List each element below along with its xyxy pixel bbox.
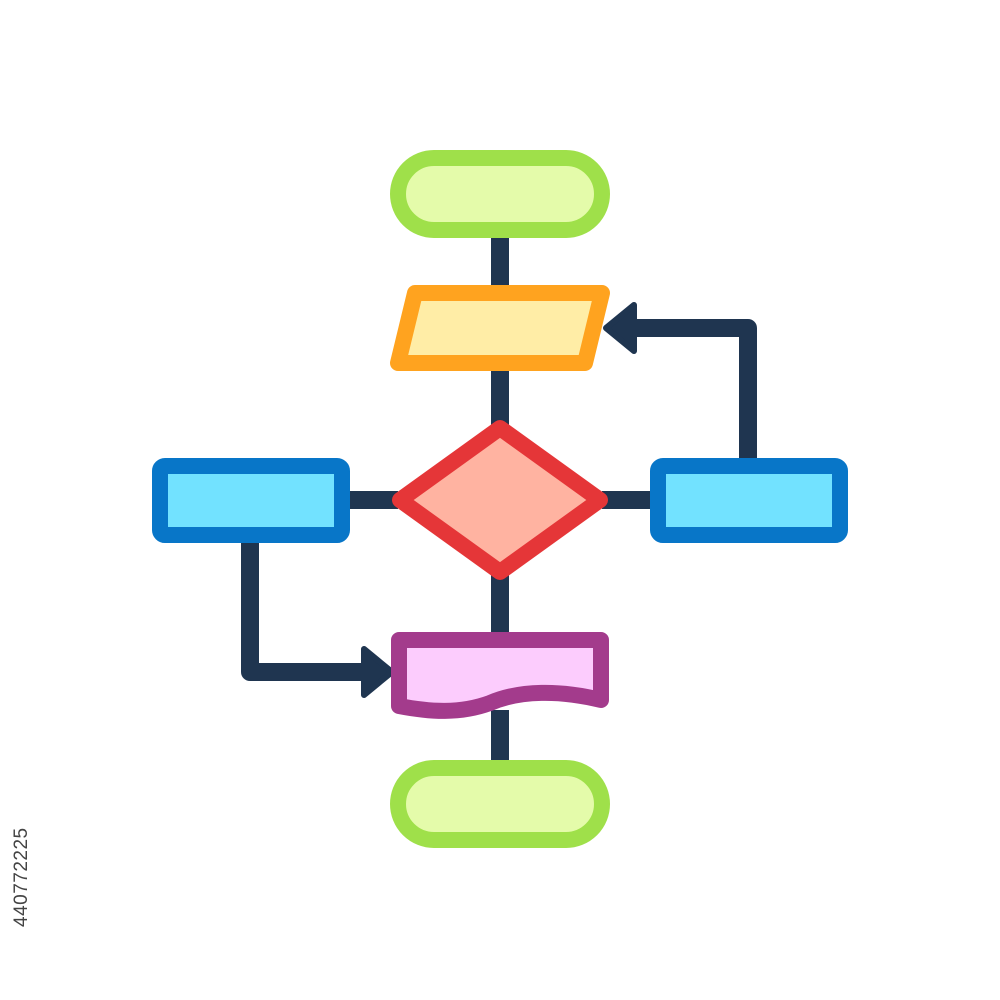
start-terminal-icon: [390, 150, 610, 238]
document-icon: [391, 632, 609, 719]
end-terminal-icon: [390, 760, 610, 848]
decision-icon: [392, 420, 608, 580]
arrow-icon: [361, 646, 395, 698]
connector-loop-back: [628, 319, 757, 462]
arrow-icon: [603, 302, 637, 354]
process-icon: [152, 458, 350, 543]
input-output-icon: [390, 285, 610, 371]
connector-left-to-document: [241, 538, 372, 681]
connectors: [241, 230, 757, 768]
image-id-label: 440772225: [11, 827, 32, 928]
process-icon: [650, 458, 848, 543]
